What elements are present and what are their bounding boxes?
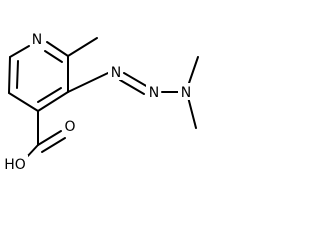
bond-c5-c6-inner bbox=[16, 60, 19, 89]
azo-nitrogen-2-label-bg bbox=[146, 83, 161, 100]
bond-azo-n1-n2-b bbox=[119, 79, 145, 95]
hydroxyl-label-bg bbox=[2, 155, 28, 172]
bond-c3-c4 bbox=[37, 91, 69, 112]
bond-amine-methyl-down bbox=[187, 96, 197, 129]
bond-c3-c4-inner bbox=[37, 87, 62, 103]
azo-nitrogen-2-label: N bbox=[149, 85, 159, 101]
bond-n1-c2-inner bbox=[44, 50, 63, 63]
structure-diagram: N N N N O HO bbox=[2, 30, 199, 173]
carbonyl-oxygen-label: O bbox=[64, 119, 75, 135]
bond-c2-methyl bbox=[67, 37, 98, 57]
amine-nitrogen-label-bg bbox=[178, 83, 193, 100]
amine-nitrogen-label: N bbox=[181, 85, 191, 101]
bond-azo-n1-n2-a bbox=[123, 72, 149, 88]
bond-c4-c5 bbox=[8, 92, 39, 112]
bond-carboxyl-c-o-double-b bbox=[41, 137, 66, 153]
hydroxyl-label: HO bbox=[4, 157, 26, 173]
carbonyl-oxygen-label-bg bbox=[62, 117, 77, 134]
bond-c5-c6 bbox=[8, 56, 11, 94]
ring-nitrogen-label: N bbox=[32, 32, 42, 48]
bond-carboxyl-c-o-double-a bbox=[37, 130, 62, 146]
bond-amine-methyl-up bbox=[187, 56, 199, 87]
bond-n1-c2 bbox=[46, 41, 69, 57]
azo-nitrogen-1-label-bg bbox=[108, 63, 123, 80]
ring-nitrogen-label-bg bbox=[30, 30, 44, 47]
bond-c6-n1 bbox=[9, 45, 30, 58]
bond-c3-azo-n1 bbox=[67, 72, 109, 93]
azo-nitrogen-1-label: N bbox=[111, 65, 121, 81]
